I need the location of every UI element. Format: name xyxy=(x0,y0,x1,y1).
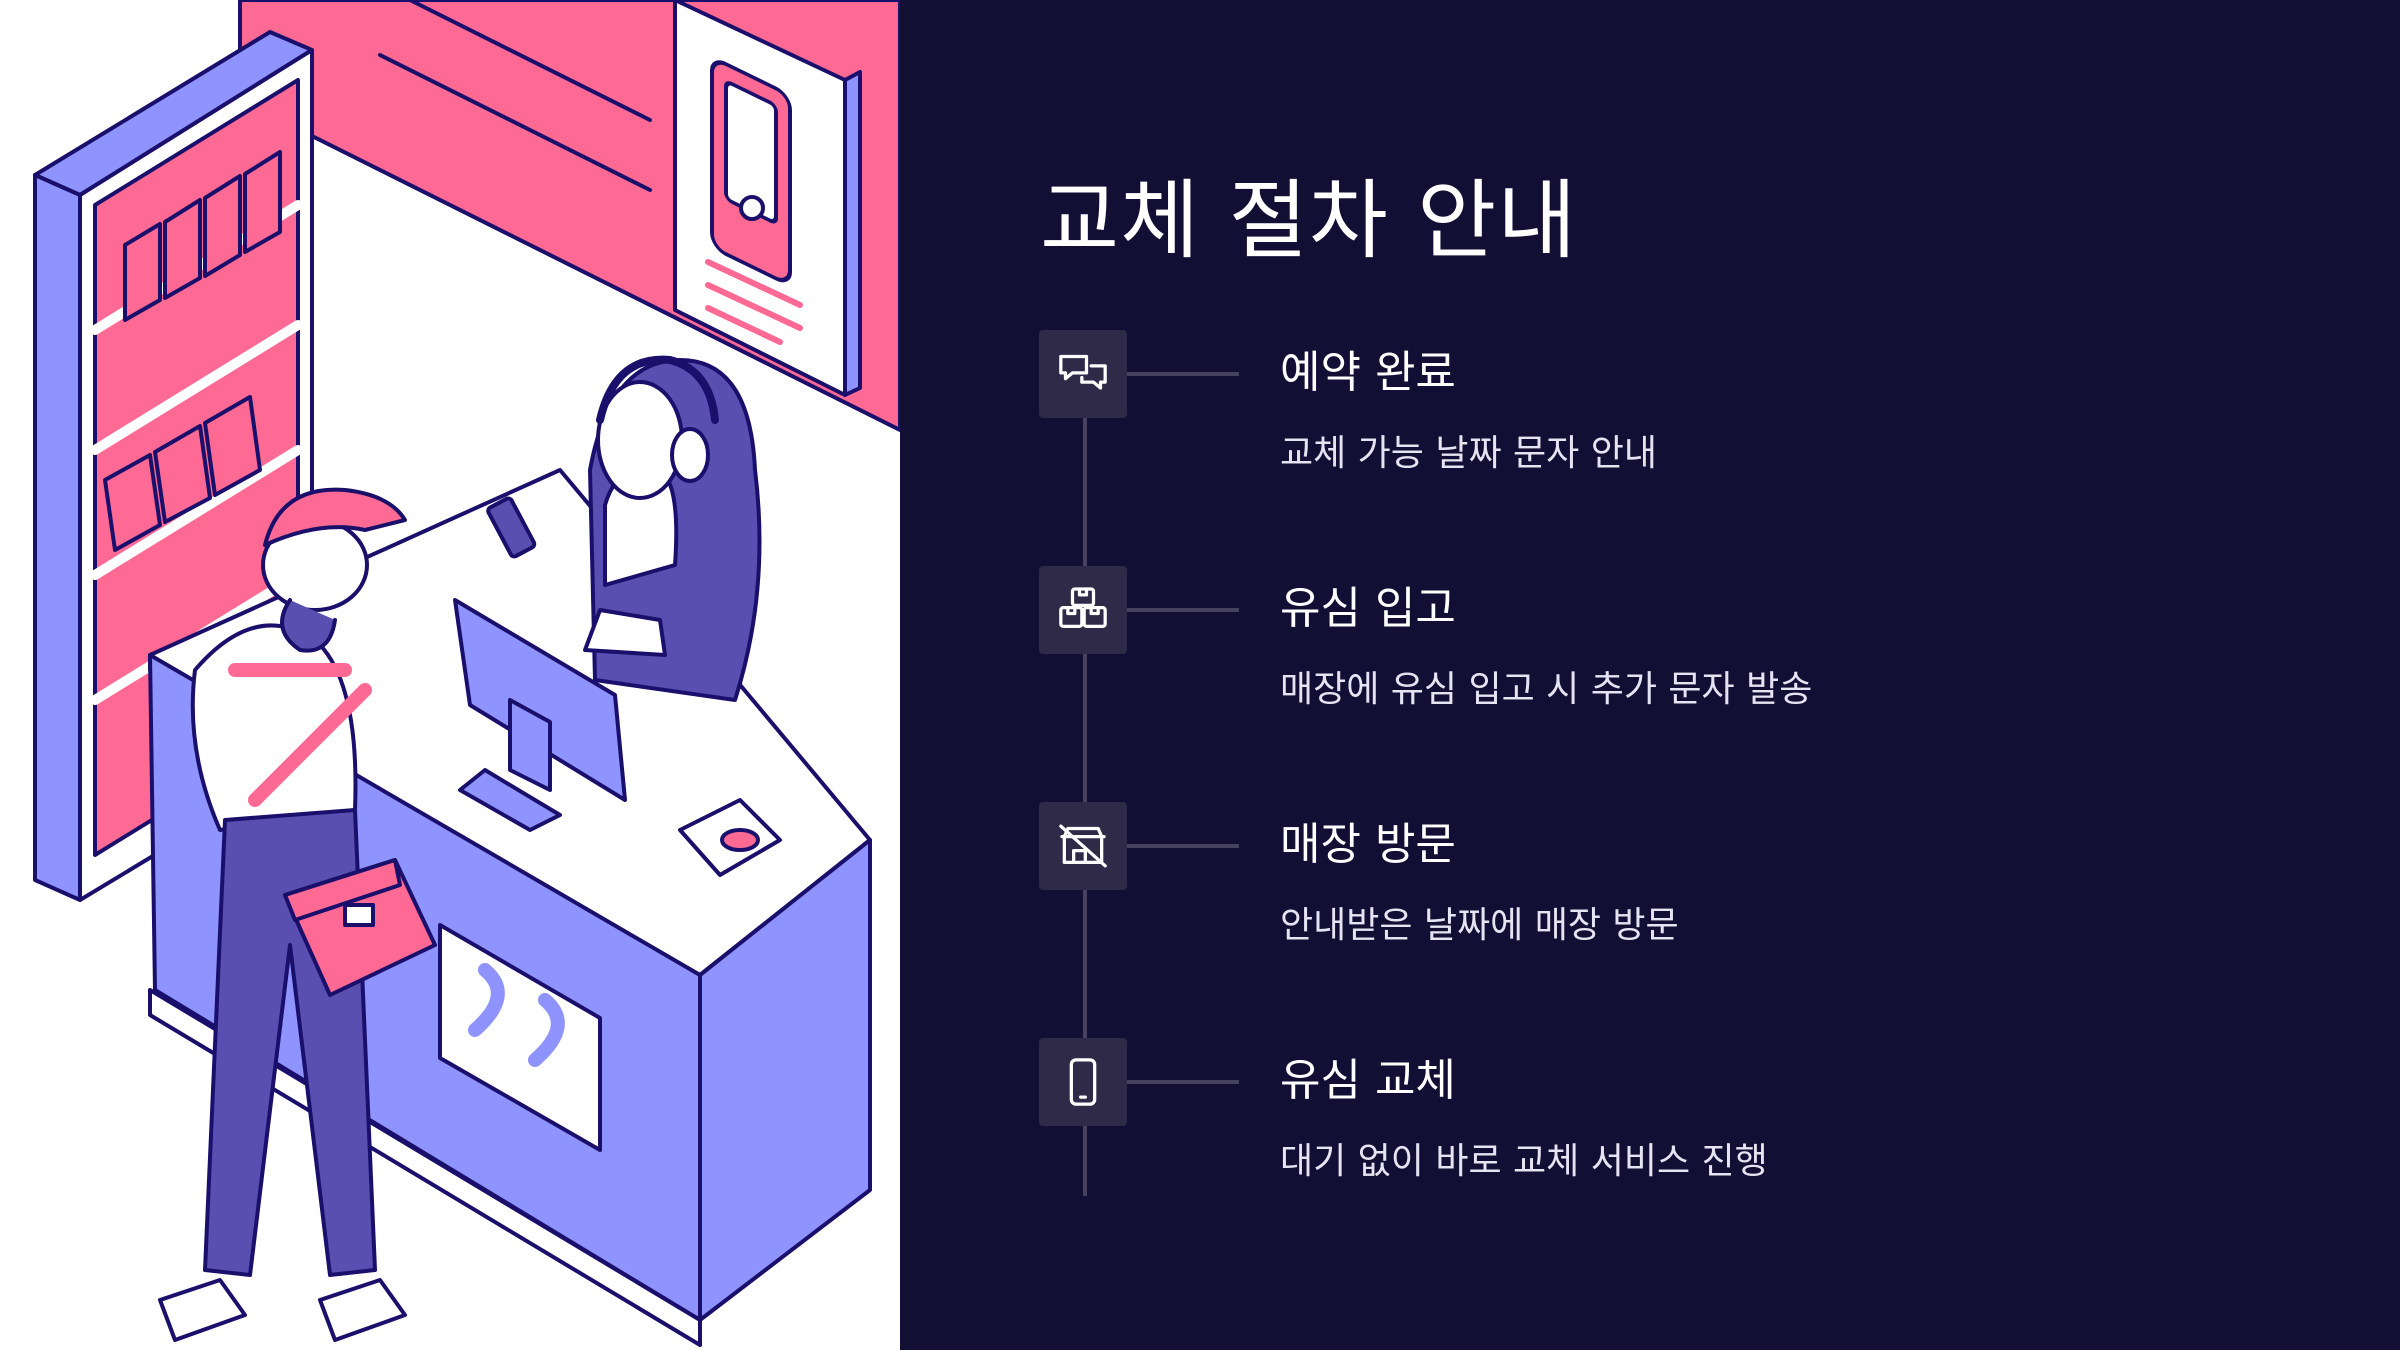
chat-bubbles-icon xyxy=(1039,330,1127,418)
step-usim-replacement: 유심 교체 대기 없이 바로 교체 서비스 진행 xyxy=(900,1038,2400,1238)
store-off-icon xyxy=(1039,802,1127,890)
step-description: 교체 가능 날짜 문자 안내 xyxy=(1280,433,1657,474)
smartphone-icon xyxy=(1039,1038,1127,1126)
step-reservation-complete: 예약 완료 교체 가능 날짜 문자 안내 xyxy=(900,330,2400,530)
timeline-line xyxy=(1083,390,1087,1196)
step-connector xyxy=(1127,844,1239,848)
step-title: 예약 완료 xyxy=(1280,347,1456,398)
step-usim-arrival: 유심 입고 매장에 유심 입고 시 추가 문자 발송 xyxy=(900,566,2400,766)
store-counter-illustration xyxy=(0,0,900,1350)
step-description: 대기 없이 바로 교체 서비스 진행 xyxy=(1280,1141,1768,1182)
step-description: 안내받은 날짜에 매장 방문 xyxy=(1280,905,1679,946)
step-title: 매장 방문 xyxy=(1280,819,1456,870)
boxes-icon xyxy=(1039,566,1127,654)
step-connector xyxy=(1127,1080,1239,1084)
step-title: 유심 교체 xyxy=(1280,1055,1456,1106)
step-connector xyxy=(1127,608,1239,612)
step-description: 매장에 유심 입고 시 추가 문자 발송 xyxy=(1280,669,1813,710)
step-title: 유심 입고 xyxy=(1280,583,1456,634)
step-connector xyxy=(1127,372,1239,376)
page-title: 교체 절차 안내 xyxy=(1040,171,1578,271)
procedure-panel: 교체 절차 안내 예약 완료 교체 가능 날짜 문자 안내 유심 입고 xyxy=(900,0,2400,1350)
step-store-visit: 매장 방문 안내받은 날짜에 매장 방문 xyxy=(900,802,2400,1002)
